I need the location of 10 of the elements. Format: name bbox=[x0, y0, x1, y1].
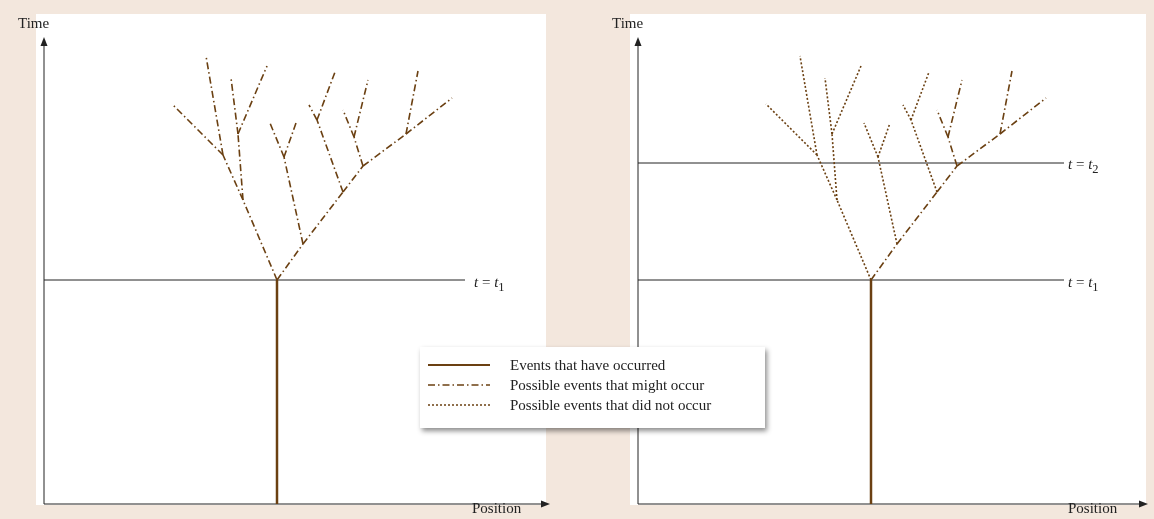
axis-label: Time bbox=[18, 16, 50, 31]
legend-text: Events that have occurred bbox=[510, 356, 666, 374]
axis-label: t = t$_{2}$ bbox=[1068, 157, 1099, 176]
axis-label: Position bbox=[472, 501, 522, 516]
axis-label: Position bbox=[1068, 501, 1118, 516]
axis-label: Time bbox=[612, 16, 644, 31]
legend-text: Possible events that might occur bbox=[510, 376, 705, 394]
axis-label: t = t$_{1}$ bbox=[474, 275, 505, 294]
axis-label: t = t$_{1}$ bbox=[1068, 275, 1099, 294]
legend-text: Possible events that did not occur bbox=[510, 396, 712, 414]
